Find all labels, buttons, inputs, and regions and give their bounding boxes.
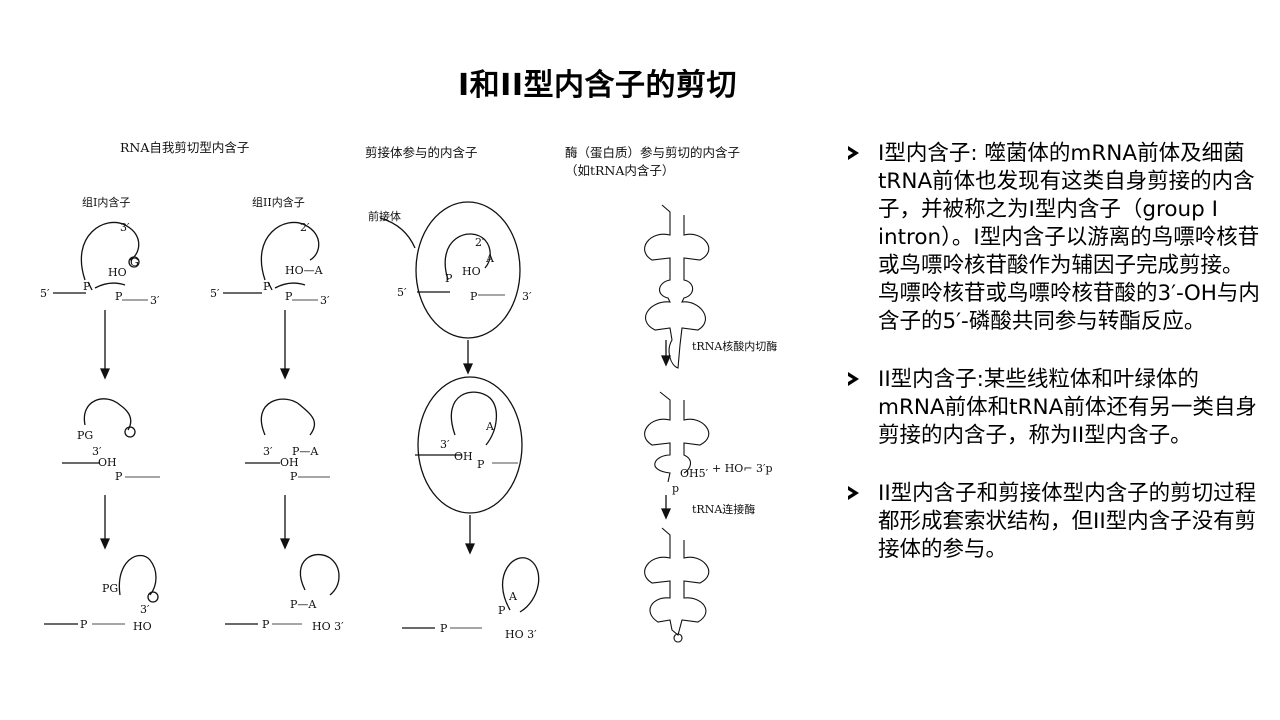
- g2s2-P-A: P—A: [292, 445, 319, 458]
- sp2-A: A: [485, 420, 495, 433]
- sp-3prime-right: 3′: [522, 290, 532, 303]
- sp2-OH: OH: [454, 450, 473, 463]
- col3-title-line2: （如tRNA内含子）: [565, 163, 674, 178]
- g1-3prime-right: 3′: [150, 294, 160, 307]
- sp3-HO-3prime: HO 3′: [505, 628, 537, 641]
- intron-splicing-figure: RNA自我剪切型内含子 剪接体参与的内含子 酶（蛋白质）参与剪切的内含子 （如t…: [30, 130, 830, 660]
- g2s2-OH: OH: [280, 456, 299, 469]
- g2s3-P: P: [262, 618, 270, 631]
- g1s3-PG: PG: [102, 582, 118, 595]
- trna-mature: [644, 527, 710, 643]
- g1-P-right: P: [115, 290, 123, 303]
- g2-HO-A: HO—A: [285, 264, 324, 277]
- sp2-3prime: 3′: [440, 438, 450, 451]
- sp3-P-line: P: [440, 622, 448, 635]
- group2-step1: [223, 221, 320, 301]
- g1s2-PG: PG: [77, 429, 93, 442]
- bullet-text: II型内含子和剪接体型内含子的剪切过程都形成套索状结构，但II型内含子没有剪接体…: [878, 481, 1257, 562]
- group1-step3: [44, 554, 159, 625]
- g2s2-P: P: [290, 470, 298, 483]
- col3-title-line1: 酶（蛋白质）参与剪切的内含子: [565, 145, 740, 160]
- trna-precursor: [644, 204, 710, 369]
- arrow-bullet-icon: [848, 372, 859, 386]
- group1-step2: [62, 398, 160, 478]
- g2-5prime: 5′: [210, 287, 220, 300]
- trna-p: p: [672, 482, 679, 495]
- bullet-item: II型内含子和剪接体型内含子的剪切过程都形成套索状结构，但II型内含子没有剪接体…: [848, 480, 1260, 564]
- sp-P-left: P: [445, 272, 453, 285]
- g1s3-3prime: 3′: [140, 603, 150, 616]
- g1s3-P: P: [80, 618, 88, 631]
- trna-endonuclease-label: tRNA核酸内切酶: [692, 339, 777, 353]
- trna-OH5prime: OH5′: [680, 467, 709, 480]
- group2-label: 组II内含子: [252, 195, 305, 209]
- sp-A: A: [485, 252, 495, 265]
- sp3-A: A: [508, 590, 518, 603]
- spliceosome-ellipse-2: [417, 376, 523, 514]
- g2-P-left: P: [263, 280, 271, 293]
- slide-title: I和II型内含子的剪切: [458, 68, 737, 103]
- group2-step3: [225, 553, 340, 625]
- bullet-list: I型内含子: 噬菌体的mRNA前体及细菌tRNA前体也发现有这类自身剪接的内含子…: [848, 140, 1260, 594]
- g2-P-right: P: [285, 290, 293, 303]
- col2-title: 剪接体参与的内含子: [365, 145, 478, 160]
- g2s3-P-A: P—A: [290, 598, 317, 611]
- sp-2prime: 2′: [475, 236, 485, 249]
- sp-HO: HO: [462, 265, 481, 278]
- g2-2prime: 2′: [300, 221, 310, 234]
- group1-step1: [53, 221, 148, 301]
- arrow-bullet-icon: [848, 146, 859, 160]
- g1s3-HO: HO: [133, 620, 152, 633]
- g2-3prime-right: 3′: [320, 294, 330, 307]
- g1-3prime: 3′: [120, 221, 130, 234]
- g1s2-3prime: 3′: [92, 445, 102, 458]
- sp3-P: P: [498, 604, 506, 617]
- bullet-item: I型内含子: 噬菌体的mRNA前体及细菌tRNA前体也发现有这类自身剪接的内含子…: [848, 140, 1260, 336]
- arrow-bullet-icon: [848, 486, 859, 500]
- g1-P-left: P: [83, 280, 91, 293]
- group2-step2: [245, 398, 330, 478]
- g1s2-OH: OH: [98, 456, 117, 469]
- col1-title: RNA自我剪切型内含子: [120, 140, 249, 155]
- sp-5prime: 5′: [397, 286, 407, 299]
- g1s2-P: P: [115, 470, 123, 483]
- trna-HO-3p: + HO⌐ 3′p: [712, 462, 773, 475]
- trna-ligase-label: tRNA连接酶: [692, 503, 755, 516]
- sp-P-right: P: [470, 290, 478, 303]
- group1-label: 组I内含子: [82, 195, 130, 209]
- splicing-diagram: RNA自我剪切型内含子 剪接体参与的内含子 酶（蛋白质）参与剪切的内含子 （如t…: [40, 140, 777, 643]
- bullet-text: I型内含子: 噬菌体的mRNA前体及细菌tRNA前体也发现有这类自身剪接的内含子…: [878, 141, 1260, 334]
- spliceosome-lariat: [502, 557, 540, 613]
- spliceosome-pointer: [379, 217, 416, 249]
- g1-5prime: 5′: [40, 287, 50, 300]
- sp2-P: P: [477, 458, 485, 471]
- bullet-item: II型内含子:某些线粒体和叶绿体的mRNA前体和tRNA前体还有另一类自身剪接的…: [848, 366, 1260, 450]
- spliceosome-label: 前接体: [368, 209, 401, 223]
- g1-HO: HO: [108, 266, 127, 279]
- g2s2-3prime: 3′: [263, 445, 273, 458]
- g2s3-HO-3prime: HO 3′: [312, 620, 344, 633]
- bullet-text: II型内含子:某些线粒体和叶绿体的mRNA前体和tRNA前体还有另一类自身剪接的…: [878, 367, 1257, 448]
- spliceosome-ellipse-1: [415, 201, 521, 339]
- g1-G: G: [130, 256, 139, 269]
- trna-cleaved: [644, 391, 710, 483]
